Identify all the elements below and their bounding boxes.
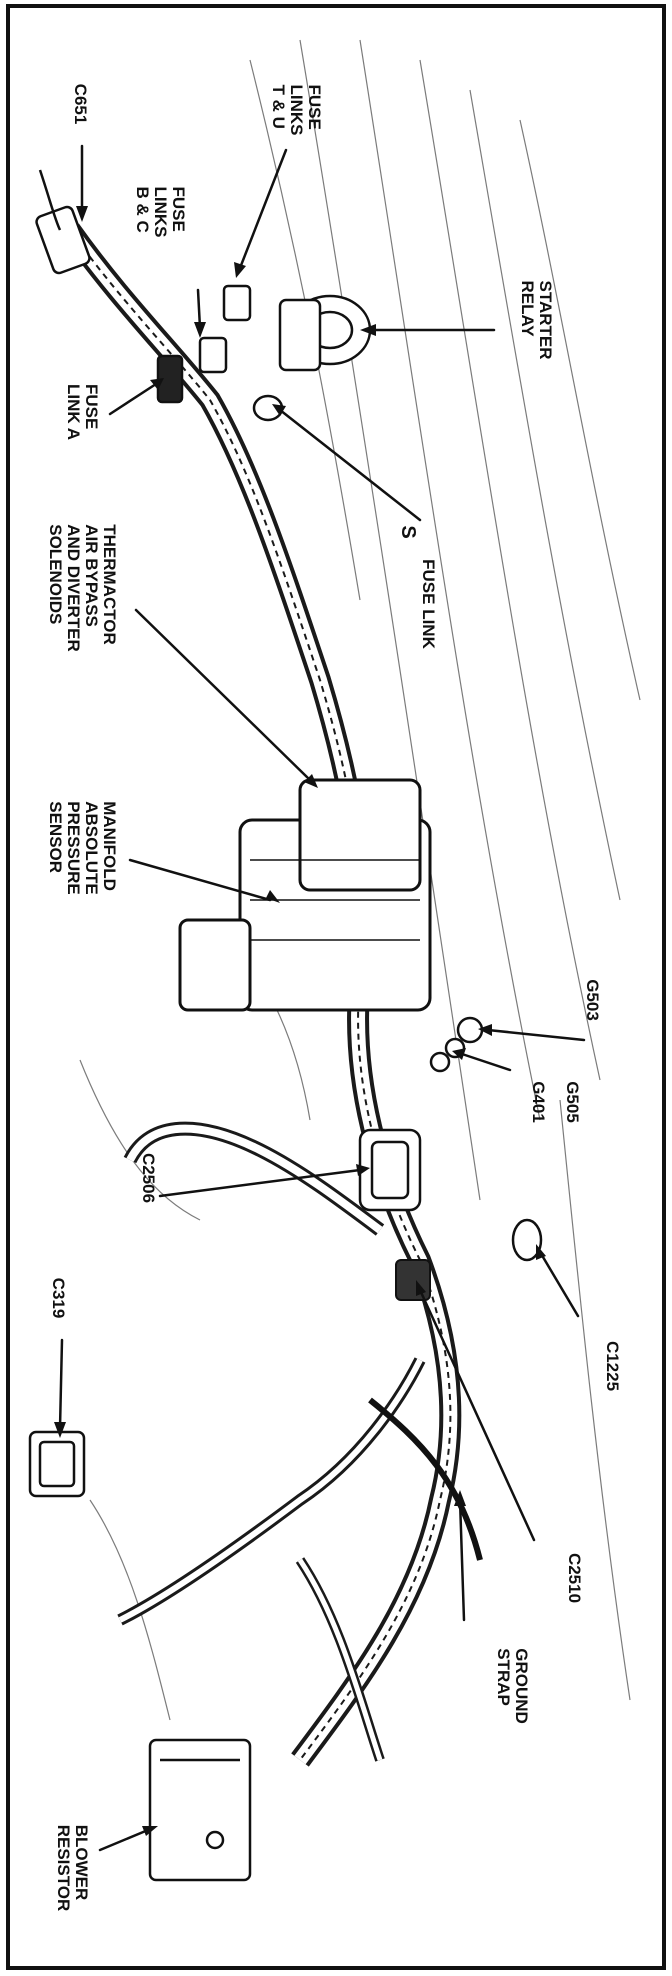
- ground-eyelets-shape: [429, 1016, 484, 1073]
- leader-lines: [58, 144, 586, 1852]
- label-c2510: C2510: [565, 1552, 584, 1604]
- label-g503: G503: [583, 979, 602, 1021]
- c1225-connector-shape: [511, 1218, 543, 1262]
- label-c2506: C2506: [139, 1152, 158, 1204]
- leader-arrowheads: [54, 206, 546, 1836]
- label-thermactor-solenoids: THERMACTOR AIR BYPASS AND DIVERTER SOLEN…: [46, 524, 119, 652]
- blower-resistor-shape: [148, 1738, 252, 1882]
- label-ground-strap: GROUND STRAP: [494, 1648, 531, 1724]
- ground-strap-cable: [368, 1397, 483, 1561]
- label-c319: C319: [49, 1277, 68, 1319]
- label-fuse-links-b-c: FUSE LINKS B & C: [133, 186, 188, 238]
- c2506-connector-shape: [358, 1128, 422, 1212]
- label-starter-relay: STARTER RELAY: [518, 280, 555, 360]
- c319-connector-shape: [28, 1430, 86, 1498]
- label-fuse-link-a: FUSE LINK A: [64, 383, 101, 441]
- label-fuse-link: FUSE LINK: [419, 559, 438, 649]
- label-manifold-absolute-pressure-sensor: MANIFOLD ABSOLUTE PRESSURE SENSOR: [46, 801, 119, 895]
- background-body-lines: [79, 39, 641, 1721]
- starter-relay-shape: [278, 294, 372, 372]
- label-c651: C651: [71, 83, 90, 125]
- diagram-border: [6, 4, 666, 1970]
- c651-connector-shape: [35, 169, 91, 275]
- c2510-connector-shape: [395, 1259, 431, 1301]
- map-sensor-module-shape: [178, 778, 432, 1012]
- label-blower-resistor: BLOWER RESISTOR: [54, 1824, 91, 1912]
- label-c1225: C1225: [603, 1340, 622, 1392]
- label-fuse-links-t-u: FUSE LINKS T & U: [269, 84, 324, 136]
- label-s: S: [397, 525, 419, 539]
- label-g505: G505: [563, 1081, 582, 1123]
- label-g401: G401: [529, 1081, 548, 1123]
